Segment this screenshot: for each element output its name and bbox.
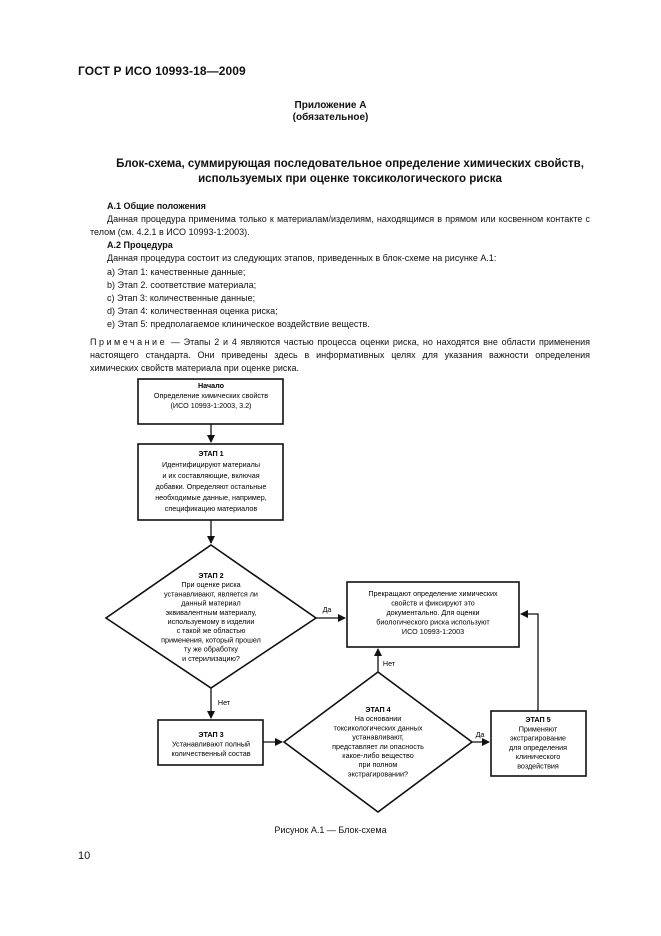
stage2-text-line: применения, который прошел bbox=[161, 635, 261, 644]
annex-label: Приложение А bbox=[294, 100, 367, 111]
stage2-text-line: устанавливают, является ли bbox=[164, 589, 258, 598]
stage5-text-line: для определения bbox=[509, 743, 567, 752]
stage-list: а) Этап 1: качественные данные; b) Этап … bbox=[107, 266, 370, 331]
annex-title-line2: используемых при оценке токсикологическо… bbox=[198, 173, 502, 185]
stage1-text-line: спецификацию материалов bbox=[165, 504, 258, 513]
stage1-text-line: добавки. Определяют остальные bbox=[156, 482, 267, 491]
stage5-text-line: экстрагирование bbox=[510, 734, 566, 743]
stage4-diamond bbox=[282, 671, 474, 813]
no-label-stage2: Нет bbox=[218, 698, 231, 707]
document-header: ГОСТ Р ИСО 10993-18—2009 bbox=[78, 64, 246, 78]
stage1-text-line: Идентифицируют материалы bbox=[162, 460, 260, 469]
section2-text: Данная процедура состоит из следующих эт… bbox=[90, 252, 590, 265]
list-item: а) Этап 1: качественные данные; bbox=[107, 267, 246, 277]
stage5-text-line: Применяют bbox=[519, 724, 558, 733]
stage1-text-line: ЭТАП 1 bbox=[198, 449, 223, 458]
stop-box-text-line: биологического риска используют bbox=[376, 618, 490, 627]
stage5-text-line: клинического bbox=[516, 752, 560, 761]
yes-label-stage2: Да bbox=[323, 605, 332, 614]
no-label-stage4: Нет bbox=[383, 659, 396, 668]
stage2-text-line: ЭТАП 2 bbox=[198, 571, 223, 580]
arrow-stage5-stop bbox=[520, 610, 539, 711]
section2-heading: А.2 Процедура bbox=[107, 240, 173, 250]
section1-text: Данная процедура применима только к мате… bbox=[90, 213, 590, 239]
annex-status: (обязательное) bbox=[292, 112, 369, 123]
stage4-text-line: при полном bbox=[359, 760, 398, 769]
section1-heading: А.1 Общие положения bbox=[107, 201, 206, 211]
start-text-line: Начало bbox=[198, 381, 225, 390]
annex-title-line1: Блок-схема, суммирующая последовательное… bbox=[116, 158, 584, 170]
stage2-text-line: используемому в изделии bbox=[168, 617, 255, 626]
list-item: е) Этап 5: предполагаемое клиническое во… bbox=[107, 319, 370, 329]
stage4-text-line: На основании bbox=[355, 714, 401, 723]
stage2-text-line: с такой же областью bbox=[177, 626, 246, 635]
note-text: — Этапы 2 и 4 являются частью процесса о… bbox=[90, 337, 590, 373]
stage3-text-line: количественный состав bbox=[171, 749, 250, 758]
yes-label-stage4: Да bbox=[476, 730, 485, 739]
stage1-box bbox=[137, 443, 284, 521]
annex-title: Блок-схема, суммирующая последовательное… bbox=[90, 157, 610, 187]
stage3-text-line: Устанавливают полный bbox=[172, 740, 250, 749]
stage5-text-line: ЭТАП 5 bbox=[525, 715, 550, 724]
stop-box-text-line: Прекращают определение химических bbox=[368, 589, 498, 598]
stage3-text-line: ЭТАП 3 bbox=[198, 730, 223, 739]
stage4-text-line: какое-либо вещество bbox=[342, 751, 413, 760]
stage2-text-line: данный материал bbox=[181, 599, 241, 608]
note: Примечание — Этапы 2 и 4 являются частью… bbox=[90, 336, 590, 375]
figure-caption: Рисунок А.1 — Блок-схема bbox=[274, 825, 387, 835]
stage2-text-line: При оценке риска bbox=[181, 580, 240, 589]
stage1-text-line: необходимые данные, например, bbox=[155, 493, 267, 502]
stage5-box bbox=[490, 710, 587, 777]
start-text-line: (ИСО 10993-1:2003, 3.2) bbox=[171, 401, 252, 410]
section1-text-body: Данная процедура применима только к мате… bbox=[90, 214, 590, 237]
stage4-text-line: токсикологических данных bbox=[334, 723, 423, 732]
start-box bbox=[137, 378, 284, 425]
list-item: d) Этап 4: количественная оценка риска; bbox=[107, 306, 278, 316]
section2-text-body: Данная процедура состоит из следующих эт… bbox=[107, 253, 497, 263]
stop-box-text-line: документально. Для оценки bbox=[386, 608, 479, 617]
note-label: Примечание bbox=[90, 337, 168, 347]
stage4-text-line: представляет ли опасность bbox=[332, 742, 424, 751]
list-item: с) Этап 3: количественные данные; bbox=[107, 293, 256, 303]
stage2-text-line: и стерилизацию? bbox=[182, 654, 240, 663]
stop-box-text-line: свойств и фиксируют это bbox=[391, 599, 475, 608]
stage2-text-line: ту же обработку bbox=[184, 645, 238, 654]
stop-box-text-line: ИСО 10993-1:2003 bbox=[402, 627, 464, 636]
stop-box bbox=[346, 581, 520, 648]
stage4-text-line: устанавливают, bbox=[352, 733, 404, 742]
stage1-text-line: и их составляющие, включая bbox=[162, 471, 259, 480]
page-number: 10 bbox=[78, 850, 91, 862]
stage4-text-line: экстрагировании? bbox=[348, 769, 408, 778]
start-text-line: Определение химических свойств bbox=[154, 391, 268, 400]
stage4-text-line: ЭТАП 4 bbox=[365, 705, 390, 714]
list-item: b) Этап 2. соответствие материала; bbox=[107, 280, 257, 290]
stage5-text-line: воздействия bbox=[517, 762, 559, 771]
stage2-text-line: эквивалентным материалу, bbox=[166, 608, 257, 617]
